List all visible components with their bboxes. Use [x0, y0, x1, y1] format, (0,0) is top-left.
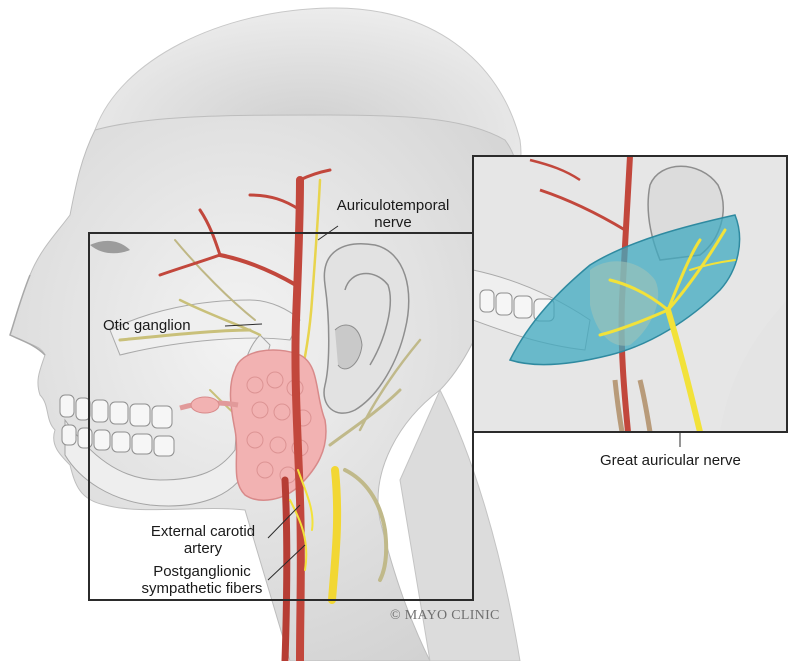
arteries [158, 168, 332, 665]
nose [9, 274, 46, 356]
leader-lines [224, 225, 681, 581]
ear [323, 243, 410, 414]
inset-frame [472, 155, 788, 433]
skull [59, 299, 301, 507]
label-great-auricular-nerve: Great auricular nerve [600, 452, 741, 469]
main-nerve-trunk [328, 466, 342, 604]
inset-panel [472, 155, 788, 433]
label-external-carotid-artery: External carotid artery [150, 523, 256, 557]
zygomatic-arch [109, 299, 301, 356]
eye [90, 240, 130, 254]
teeth [59, 394, 175, 457]
label-auriculotemporal-nerve: Auriculotemporal nerve [336, 197, 450, 231]
label-otic-ganglion: Otic ganglion [103, 317, 191, 334]
label-postganglionic-sympathetic-fibers: Postganglionic sympathetic fibers [141, 563, 263, 597]
copyright-mayo-clinic: © MAYO CLINIC [390, 608, 500, 623]
